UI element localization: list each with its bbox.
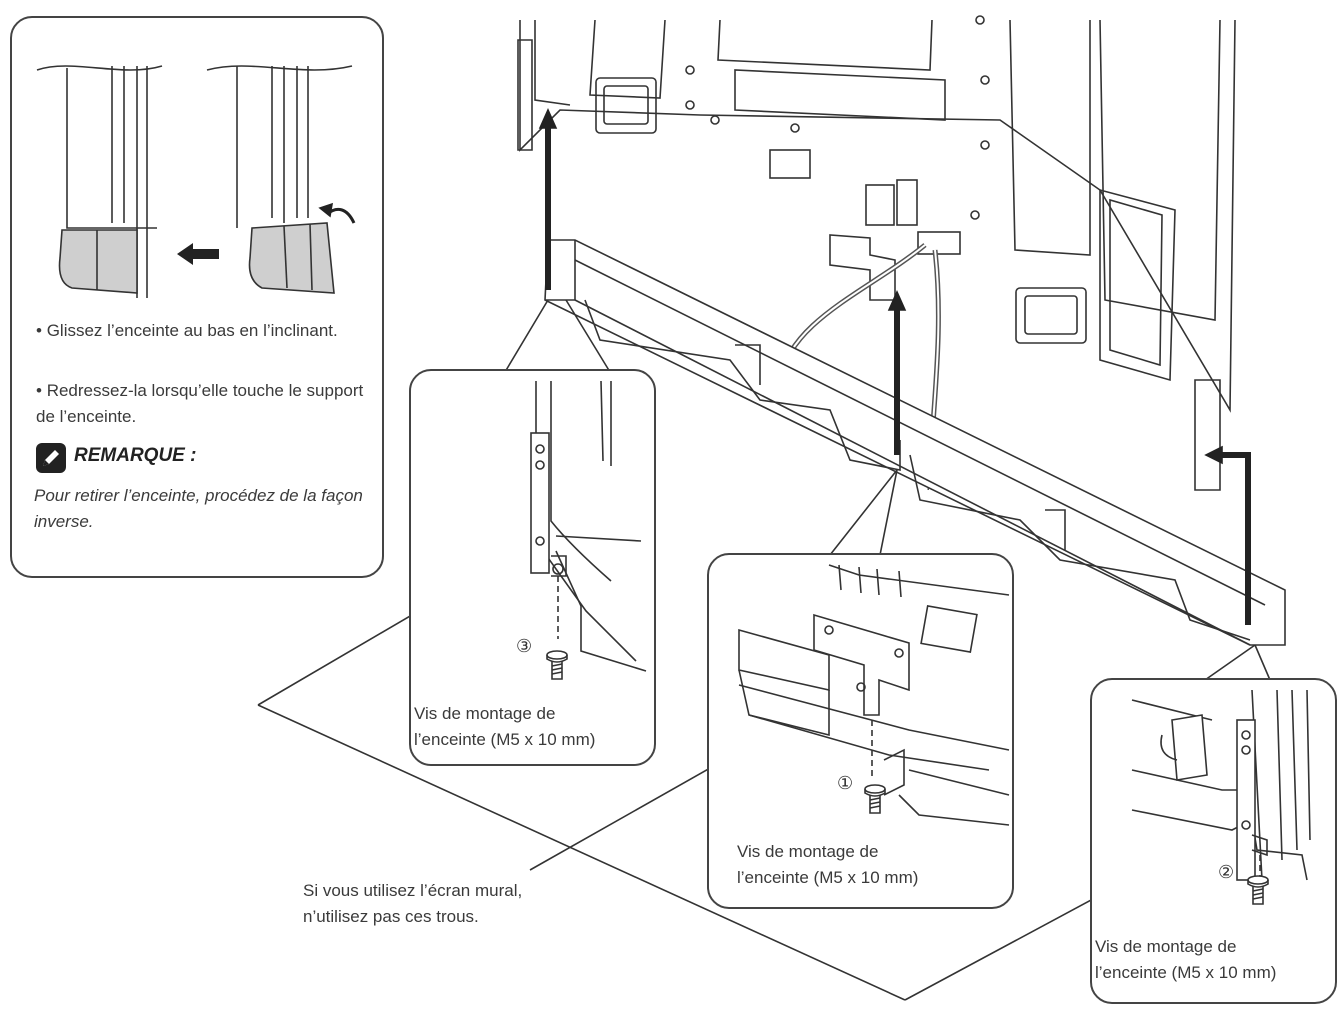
tv-handle-right bbox=[1015, 287, 1087, 344]
speaker-piece-left bbox=[58, 229, 138, 294]
screw-icon bbox=[546, 649, 568, 681]
step-number-2: ② bbox=[1218, 862, 1235, 882]
pencil-icon bbox=[36, 443, 66, 473]
callout-left: ③ Vis de montage de l’enceinte (M5 x 10 … bbox=[409, 369, 656, 766]
bracket-right bbox=[1194, 379, 1221, 491]
wall-note-line-2: n’utilisez pas ces trous. bbox=[303, 907, 479, 926]
callout-right: ② Vis de montage de l’enceinte (M5 x 10 … bbox=[1090, 678, 1337, 1004]
remark-text: Pour retirer l’enceinte, procédez de la … bbox=[34, 486, 363, 531]
screw-icon bbox=[864, 783, 886, 815]
tv-back-panel bbox=[519, 19, 1236, 413]
tip-bullet-1: Glissez l’enceinte au bas en l’inclinant… bbox=[36, 318, 366, 344]
callout-center-label-2: l’enceinte (M5 x 10 mm) bbox=[737, 868, 919, 887]
tips-box: Glissez l’enceinte au bas en l’inclinant… bbox=[10, 16, 384, 578]
wall-note-line-1: Si vous utilisez l’écran mural, bbox=[303, 881, 523, 900]
speaker-piece-right bbox=[248, 222, 335, 294]
callout-right-label-2: l’enceinte (M5 x 10 mm) bbox=[1095, 963, 1277, 982]
screw-icon bbox=[1247, 874, 1269, 906]
callout-center: ① Vis de montage de l’enceinte (M5 x 10 … bbox=[707, 553, 1014, 909]
step-number-3: ③ bbox=[516, 636, 533, 656]
callout-left-label-1: Vis de montage de bbox=[414, 704, 556, 723]
callout-left-label-2: l’enceinte (M5 x 10 mm) bbox=[414, 730, 596, 749]
bracket bbox=[813, 613, 910, 716]
callout-right-label-1: Vis de montage de bbox=[1095, 937, 1237, 956]
tv-handle-left bbox=[595, 77, 657, 134]
step-number-1: ① bbox=[837, 773, 854, 793]
cable-clip bbox=[1171, 714, 1208, 781]
callout-center-label-1: Vis de montage de bbox=[737, 842, 879, 861]
bracket-left bbox=[517, 39, 533, 151]
bracket bbox=[1236, 719, 1256, 881]
bracket bbox=[530, 432, 550, 574]
tip-bullet-2: Redressez-la lorsqu’elle touche le suppo… bbox=[36, 378, 366, 430]
remark-title: REMARQUE : bbox=[74, 445, 197, 466]
tilt-illustration bbox=[36, 65, 356, 298]
arrow-left-icon bbox=[177, 243, 219, 265]
